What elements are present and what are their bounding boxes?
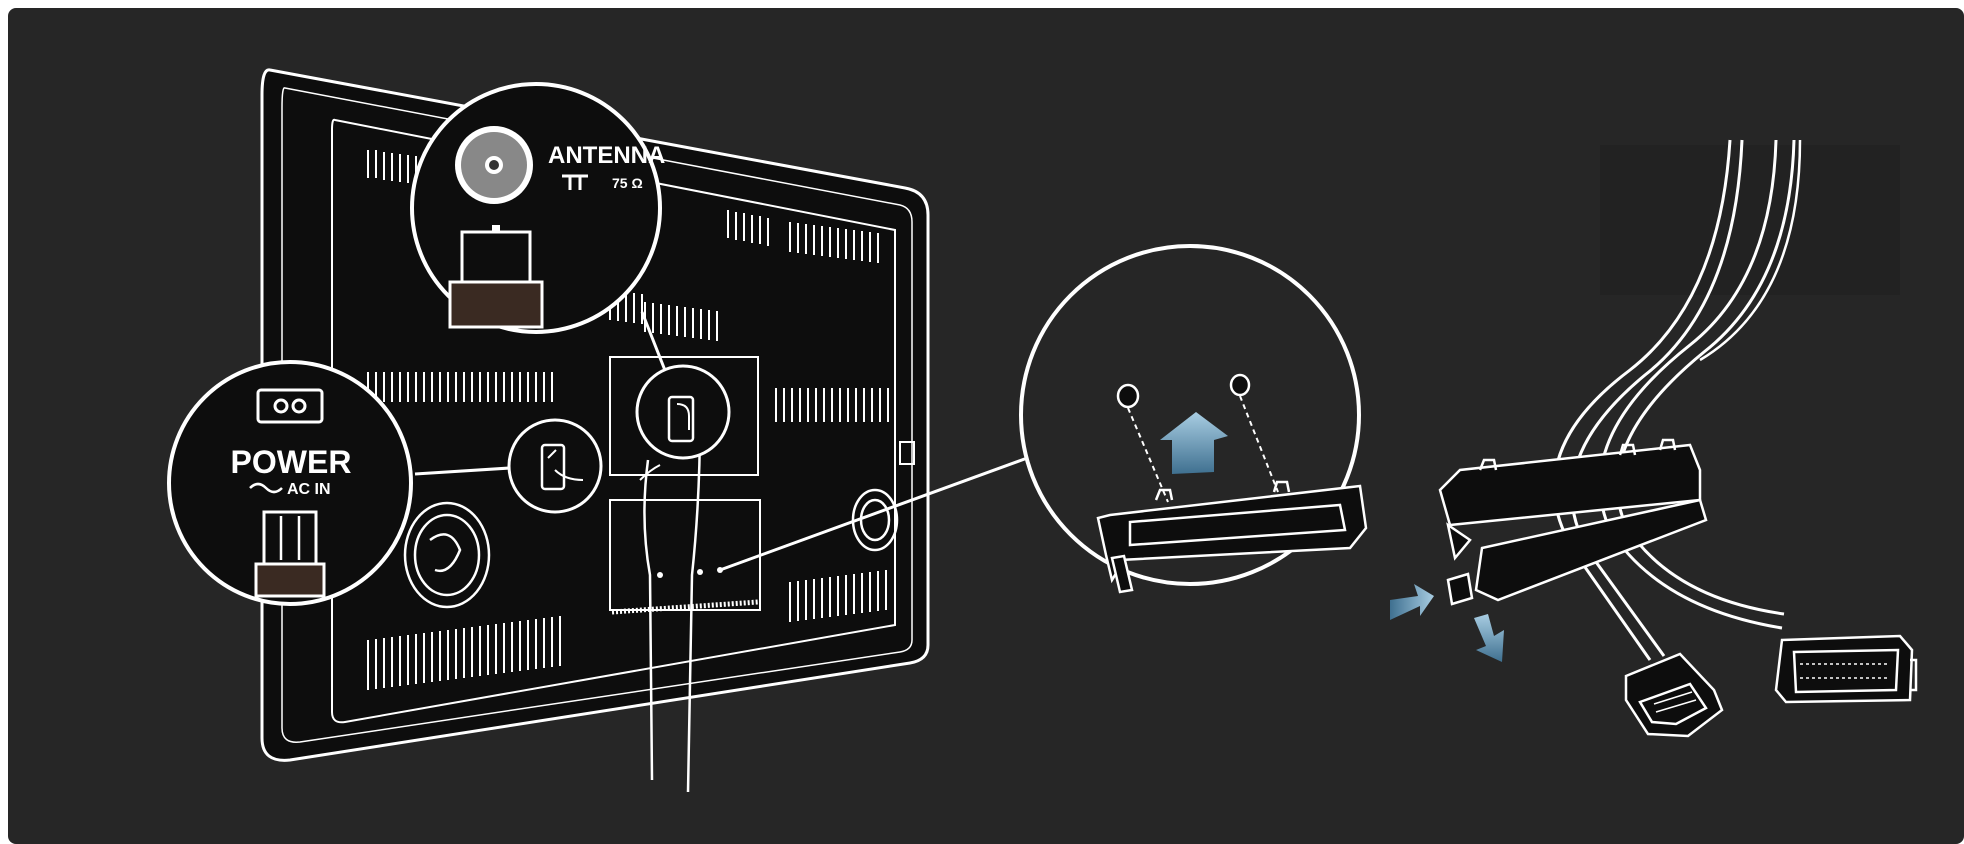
- power-sub-label: AC IN: [287, 481, 331, 498]
- cable-bundle: [1554, 140, 1900, 660]
- coax-socket-icon: [455, 126, 533, 204]
- antenna-callout: ANTENNA 75 Ω: [412, 84, 665, 332]
- power-plug-icon: [256, 512, 324, 596]
- mount-hole-right-icon: [1231, 375, 1249, 395]
- antenna-port-marker: [637, 366, 729, 458]
- power-callout: POWER AC IN: [169, 362, 411, 604]
- power-port-marker: [509, 420, 601, 512]
- antenna-label: ANTENNA: [548, 142, 665, 169]
- antenna-impedance: 75 Ω: [612, 175, 643, 191]
- hdmi-plug-icon: [1626, 654, 1722, 736]
- push-arrow-icon: [1474, 614, 1504, 662]
- coax-plug-icon: [450, 225, 542, 327]
- mount-hole-left-icon: [1118, 385, 1138, 407]
- cable-clip-callout: [1021, 246, 1366, 592]
- power-label: POWER: [231, 444, 352, 480]
- slide-arrow-icon: [1390, 584, 1434, 620]
- cable-clip-attached: [1440, 440, 1706, 604]
- scart-plug-icon: [1776, 636, 1916, 702]
